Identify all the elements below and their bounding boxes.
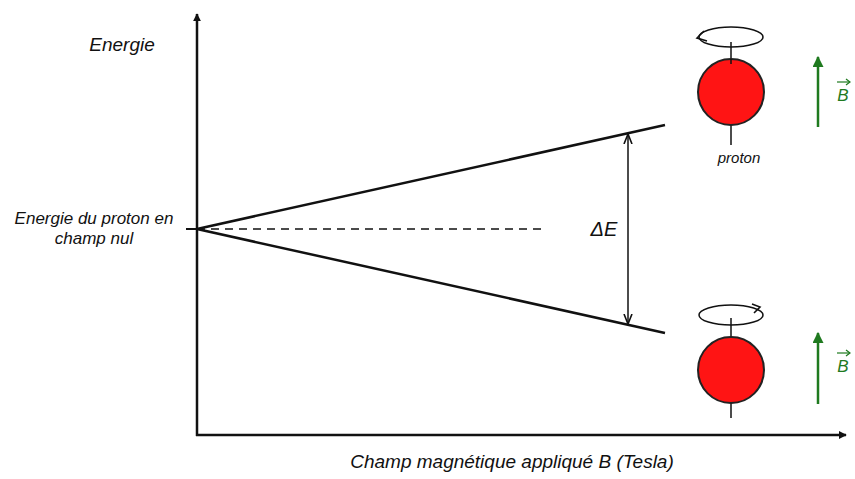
zero-field-level (197, 228, 542, 230)
rotation-arrow (697, 31, 707, 41)
vector-arrow (846, 79, 850, 85)
vector-arrow (846, 350, 850, 356)
axis-title: Energie (89, 34, 155, 57)
field-arrow (817, 57, 820, 127)
delta-e-label: ΔE (591, 217, 618, 241)
spin-axis (730, 59, 732, 64)
delta-e-arrow (627, 135, 629, 323)
proton-sphere (698, 337, 764, 403)
zero-field-label: Energie du proton en champ nul (14, 209, 174, 250)
zero-field-tick (186, 228, 197, 230)
field-vector-label: B (837, 357, 848, 377)
axis-title: Champ magnétique appliqué B (Tesla) (350, 451, 674, 474)
vector-arrow (837, 81, 850, 82)
field-axis (196, 434, 846, 437)
proton-sphere (698, 59, 764, 125)
proton-label: proton (718, 149, 761, 167)
energy-axis (196, 14, 199, 436)
upper-level (197, 125, 665, 229)
rotation-ellipse (699, 27, 763, 47)
rotation-arrow (752, 304, 760, 313)
vector-arrow (837, 352, 850, 353)
field-vector-label: B (837, 86, 848, 106)
lower-level (197, 229, 665, 333)
rotation-ellipse (699, 305, 763, 325)
field-arrow (817, 333, 820, 404)
